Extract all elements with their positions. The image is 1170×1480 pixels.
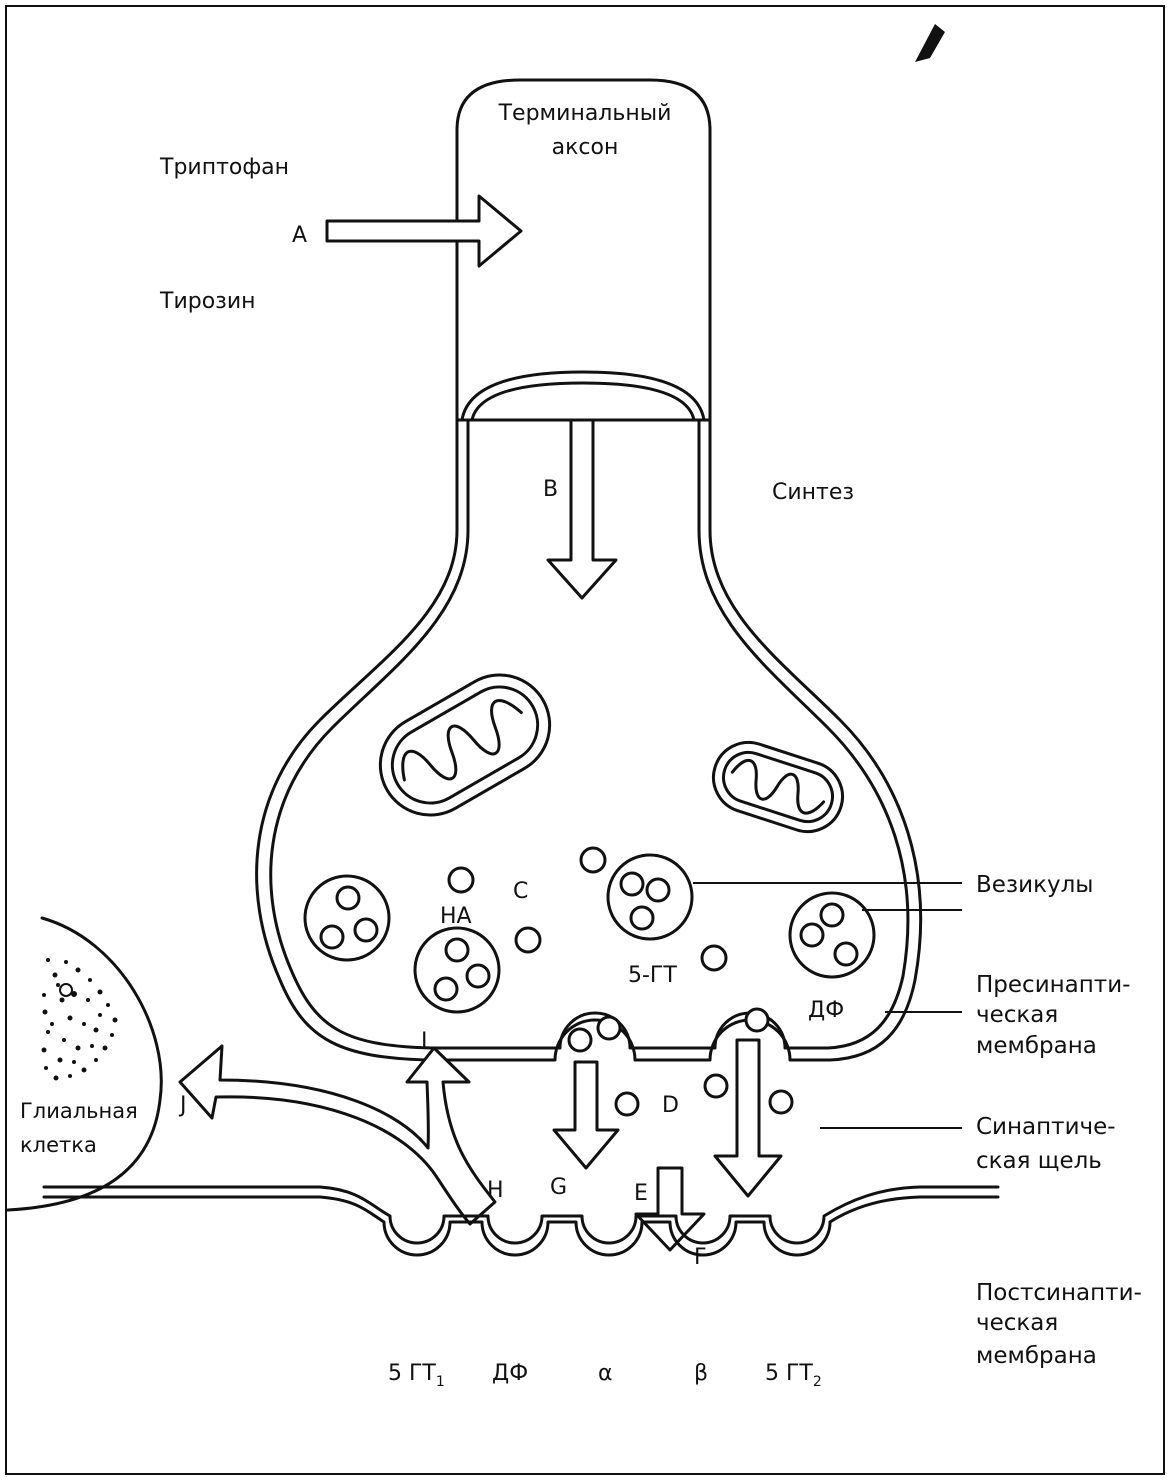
letter-b: B <box>543 477 558 502</box>
label-5ht: 5-ГТ <box>628 963 677 988</box>
arrow-release-left <box>552 1060 620 1170</box>
receptor-alpha: α <box>598 1361 613 1386</box>
granule <box>703 1073 729 1099</box>
arrow-release-right <box>713 1038 783 1198</box>
label-glial-2: клетка <box>20 1133 97 1157</box>
granule <box>596 1015 622 1041</box>
granule <box>579 846 607 874</box>
label-postsyn-3: мембрана <box>976 1343 1097 1369</box>
label-postsyn-1: Постсинапти- <box>976 1280 1142 1306</box>
vesicle-na <box>413 926 501 1014</box>
letter-a: A <box>292 223 307 248</box>
axon-inner-membrane <box>460 370 706 422</box>
mitochondrion-right <box>712 740 844 834</box>
label-terminal-axon-2: аксон <box>552 135 619 160</box>
arrow-a <box>325 194 523 268</box>
letter-d: D <box>662 1093 679 1118</box>
arrow-e <box>634 1166 706 1252</box>
letter-h: H <box>487 1178 504 1203</box>
label-cleft-2: ская щель <box>976 1148 1102 1174</box>
letter-e: E <box>634 1181 648 1206</box>
presynaptic-bouton-inner <box>269 420 910 1050</box>
receptor-5ht1: 5 ГТ1 <box>388 1361 445 1390</box>
postsynaptic-membrane-upper <box>42 1185 1000 1245</box>
granule <box>514 926 542 954</box>
letter-i: I <box>421 1029 428 1054</box>
granule <box>447 866 475 894</box>
granule <box>768 1089 794 1115</box>
glial-nucleus <box>41 958 118 1081</box>
axon-inner-membrane-2 <box>470 381 696 422</box>
granule <box>614 1091 640 1117</box>
presynaptic-bouton-outer <box>255 418 923 1062</box>
arrow-h-i <box>178 1044 497 1226</box>
glial-cell <box>6 916 163 1212</box>
mitochondrion-left <box>378 673 552 817</box>
receptor-dp: ДФ <box>492 1361 528 1386</box>
label-presyn-1: Пресинапти- <box>976 972 1130 998</box>
letter-c: C <box>513 879 528 904</box>
label-presyn-3: мембрана <box>976 1033 1097 1059</box>
label-terminal-axon-1: Терминальный <box>498 101 672 126</box>
label-dp: ДФ <box>808 998 844 1023</box>
label-synthesis: Синтез <box>772 480 854 505</box>
scan-artifact <box>915 24 945 62</box>
letter-g: G <box>550 1175 567 1200</box>
label-na: НА <box>440 904 472 929</box>
letter-j: J <box>178 1093 187 1118</box>
receptor-5ht2: 5 ГТ2 <box>765 1361 822 1390</box>
label-glial-1: Глиальная <box>20 1099 138 1123</box>
vesicle-5ht <box>606 853 694 941</box>
postsynaptic-membrane-lower <box>42 1195 1000 1257</box>
vesicle-left <box>303 874 391 962</box>
figure-frame <box>5 5 1165 1475</box>
label-presyn-2: ческая <box>976 1002 1058 1028</box>
label-tryptophan: Триптофан <box>159 155 289 180</box>
label-postsyn-2: ческая <box>976 1310 1058 1336</box>
letter-f: F <box>694 1245 707 1270</box>
vesicle-right <box>788 891 876 979</box>
label-cleft-1: Синаптиче- <box>976 1114 1116 1140</box>
granule <box>567 1027 593 1053</box>
terminal-axon-outline <box>455 78 712 422</box>
granule <box>744 1007 770 1033</box>
granule <box>700 944 728 972</box>
receptor-beta: β <box>694 1361 708 1386</box>
label-tyrosine: Тирозин <box>159 289 256 314</box>
label-vesicles: Везикулы <box>976 872 1093 898</box>
arrow-b <box>546 418 618 600</box>
